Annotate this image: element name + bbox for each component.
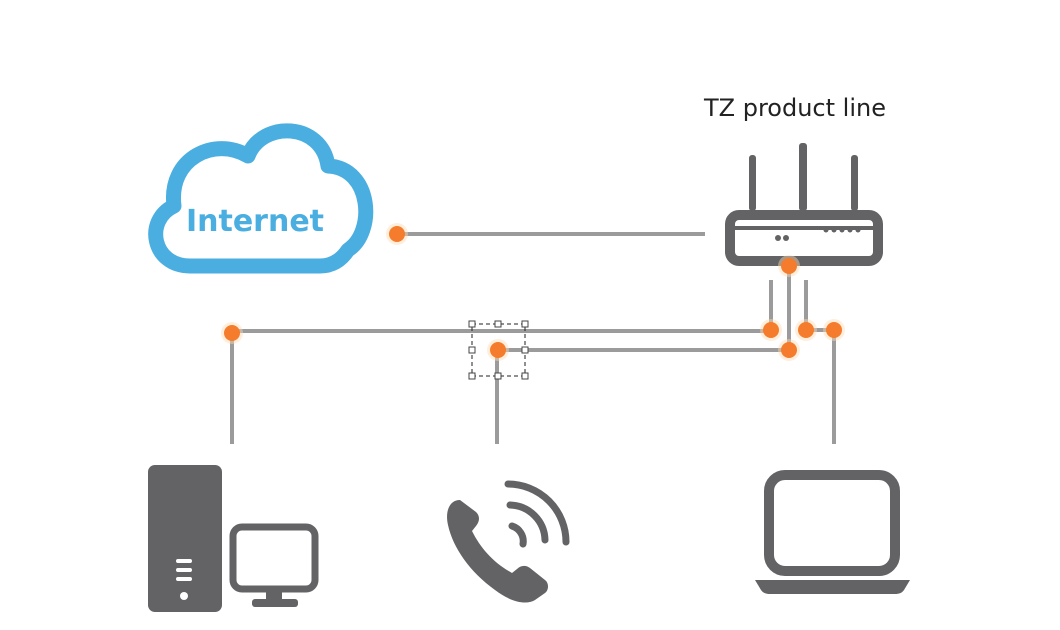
laptop-icon [755, 470, 910, 594]
router-antenna-right [851, 155, 858, 211]
desktop-tower [148, 465, 222, 612]
wire-phone [495, 348, 789, 444]
desktop-computer-icon [148, 465, 319, 612]
router-title: TZ product line [704, 94, 886, 122]
desktop-tower-slot [176, 559, 192, 563]
wire-laptop [806, 328, 836, 444]
selection-box[interactable] [468, 320, 529, 380]
connector-node[interactable] [781, 258, 797, 274]
resize-handle[interactable] [468, 320, 476, 328]
phone-signal-wave [508, 522, 527, 548]
desktop-tower-slot [176, 568, 192, 572]
router-icon [725, 143, 883, 266]
voip-phone-icon [447, 480, 570, 603]
resize-handle[interactable] [494, 372, 502, 380]
router-antenna-left [749, 155, 756, 211]
cloud-icon: Internet [148, 123, 374, 274]
resize-handle[interactable] [468, 372, 476, 380]
connector-node[interactable] [826, 322, 842, 338]
connection-nodes [221, 223, 845, 361]
desktop-power-button [180, 592, 188, 600]
resize-handle[interactable] [468, 346, 476, 354]
router-led [783, 235, 789, 241]
connector-node[interactable] [781, 342, 797, 358]
connector-node[interactable] [763, 322, 779, 338]
cloud-outline [148, 123, 374, 274]
phone-signal-wave [506, 501, 549, 544]
router-port-light [855, 227, 861, 233]
desktop-monitor-base [252, 599, 298, 607]
cloud-label: Internet [186, 204, 324, 239]
router-led [775, 235, 781, 241]
resize-handle[interactable] [494, 320, 502, 328]
router-port-light [847, 227, 853, 233]
router-body [725, 210, 883, 266]
phone-signal-wave [504, 480, 570, 546]
desktop-monitor [229, 523, 319, 593]
phone-handset [447, 500, 548, 603]
desktop-tower-slot [176, 577, 192, 581]
connector-node[interactable] [798, 322, 814, 338]
selected-connector-node[interactable] [490, 342, 506, 358]
router-port-light [839, 227, 845, 233]
laptop-base [755, 580, 910, 594]
resize-handle[interactable] [521, 346, 529, 354]
laptop-screen [764, 470, 900, 576]
router-port-light [831, 227, 837, 233]
router-antenna-center [799, 143, 807, 211]
connector-node[interactable] [224, 325, 240, 341]
resize-handle[interactable] [521, 320, 529, 328]
router-port-light [823, 227, 829, 233]
connector-node[interactable] [389, 226, 405, 242]
resize-handle[interactable] [521, 372, 529, 380]
desktop-monitor-stand [266, 589, 282, 599]
